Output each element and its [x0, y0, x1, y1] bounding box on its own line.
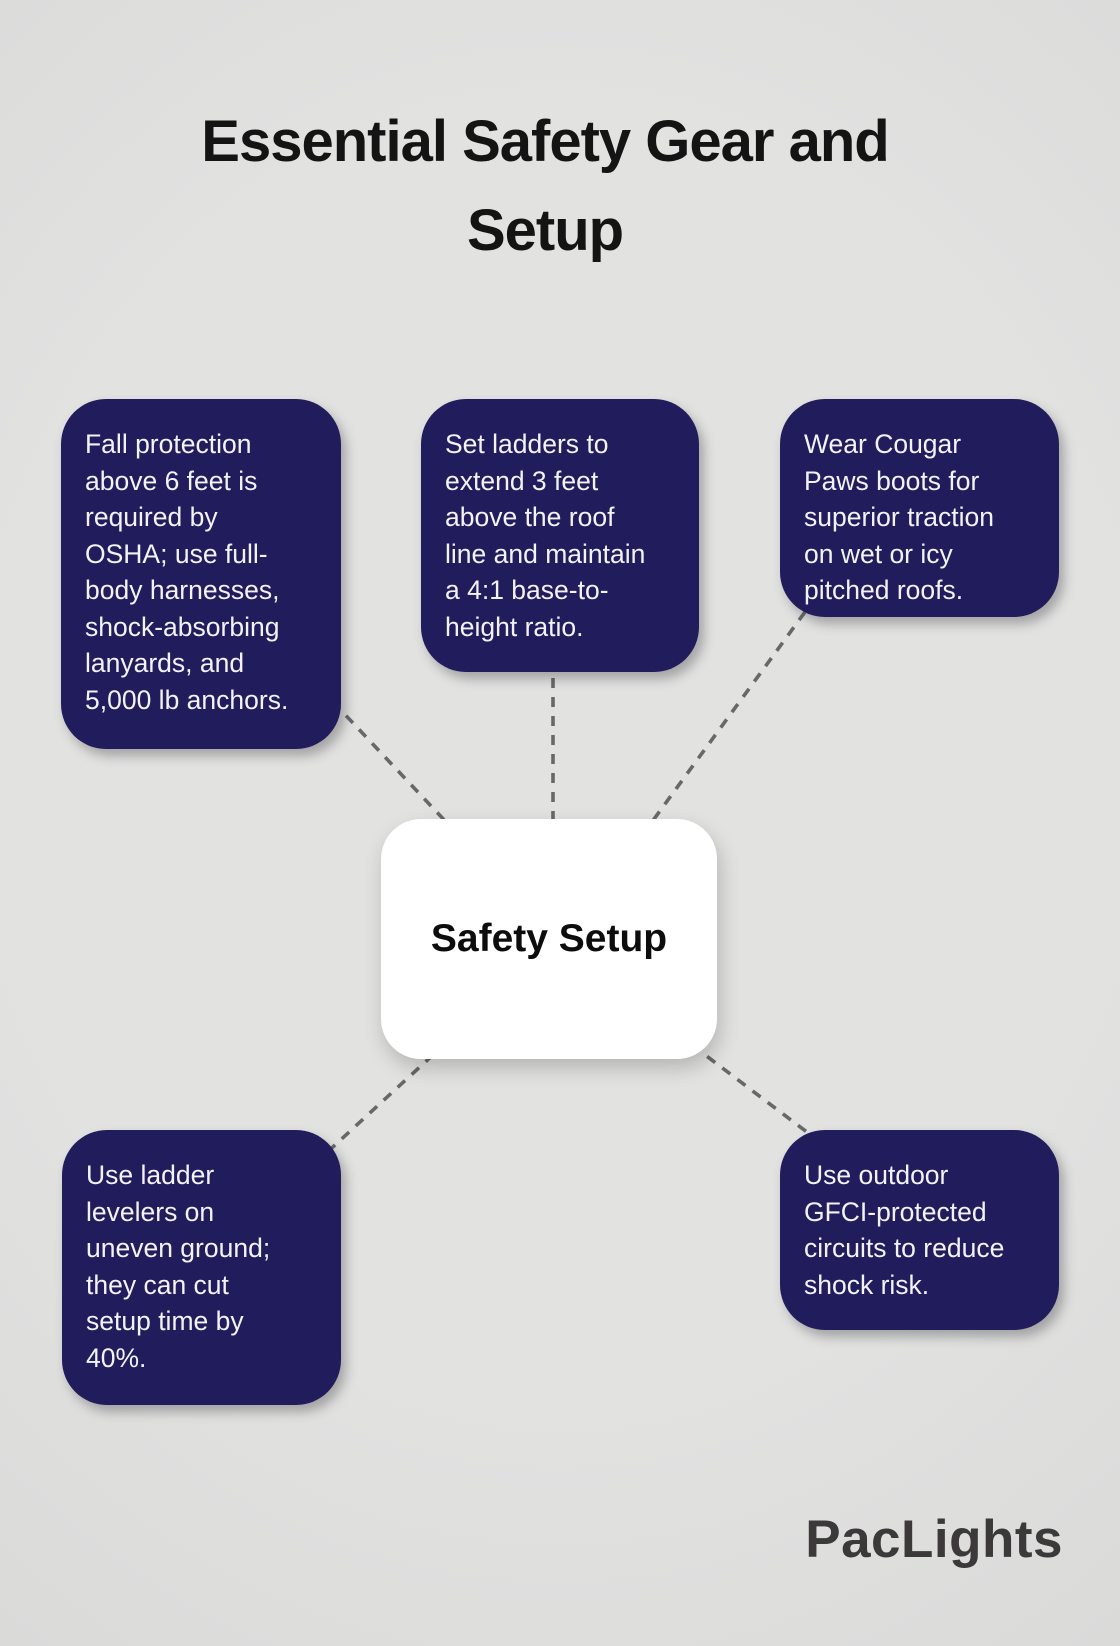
center-node-label: Safety Setup: [430, 917, 668, 960]
paclights-logo: PacLights: [805, 1510, 1063, 1569]
page-title: Essential Safety Gear and Setup: [201, 109, 889, 263]
connector-bottom-right: [690, 1043, 822, 1144]
node-ladder-extension-text: Set ladders to extend 3 feet above the r…: [445, 429, 646, 642]
node-cougar-paws-boots: Wear Cougar Paws boots for superior trac…: [780, 399, 1059, 617]
center-node-safety-setup: Safety Setup: [381, 819, 717, 1059]
node-ladder-levelers: Use ladder levelers on uneven ground; th…: [62, 1130, 341, 1405]
connector-bottom-left: [308, 1040, 449, 1170]
node-fall-protection-text: Fall protection above 6 feet is required…: [85, 429, 289, 715]
node-cougar-paws-boots-text: Wear Cougar Paws boots for superior trac…: [804, 429, 995, 605]
node-ladder-extension: Set ladders to extend 3 feet above the r…: [421, 399, 699, 672]
node-ladder-levelers-text: Use ladder levelers on uneven ground; th…: [86, 1160, 271, 1373]
node-fall-protection: Fall protection above 6 feet is required…: [61, 399, 341, 749]
connector-top-right: [628, 610, 807, 854]
node-gfci-circuits-text: Use outdoor GFCI-protected circuits to r…: [804, 1160, 1005, 1300]
node-gfci-circuits: Use outdoor GFCI-protected circuits to r…: [780, 1130, 1059, 1330]
